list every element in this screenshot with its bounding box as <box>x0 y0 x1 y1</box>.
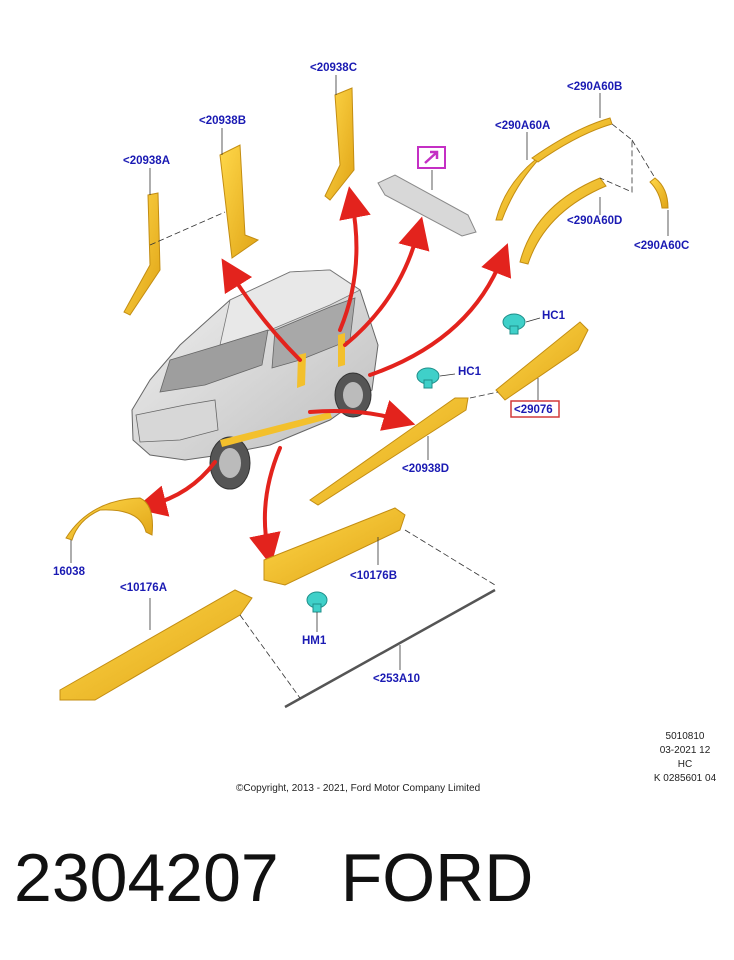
label-290A60A: <290A60A <box>495 120 550 132</box>
label-hc1-upper: HC1 <box>542 310 566 322</box>
arrows <box>134 186 512 566</box>
part-10176A <box>59 589 253 701</box>
part-16038 <box>65 497 153 541</box>
part-bracket <box>377 174 477 237</box>
label-290A60D: <290A60D <box>567 215 622 227</box>
reference-code: 5010810 <box>665 731 705 742</box>
label-10176A: <10176A <box>120 582 167 594</box>
label-hm1: HM1 <box>302 635 327 647</box>
clip-hc1-lower-icon <box>416 367 440 389</box>
reference-date: 03-2021 12 <box>659 745 711 756</box>
part-20938C <box>324 87 355 201</box>
reference-sheet: K 0285601 04 <box>653 773 717 784</box>
footer-caption: 2304207 FORD <box>14 838 533 918</box>
label-10176B: <10176B <box>350 570 397 582</box>
label-20938C: <20938C <box>310 62 357 74</box>
parts <box>59 87 669 701</box>
new-part-icon <box>417 146 446 169</box>
part-20938D <box>309 397 469 506</box>
label-20938A: <20938A <box>123 155 170 167</box>
part-10176B <box>263 507 406 586</box>
label-290A60C: <290A60C <box>634 240 689 252</box>
parts-diagram: <20938C <20938B <20938A <290A60B <290A60… <box>53 62 689 709</box>
clip-hc1-upper-icon <box>502 313 526 335</box>
part-20938A <box>123 192 161 316</box>
part-253A10 <box>284 588 496 709</box>
label-20938B: <20938B <box>199 115 246 127</box>
leader-lines <box>70 75 669 699</box>
footer-part-number: 2304207 <box>14 840 279 916</box>
van-illustration <box>131 269 379 490</box>
reference-region: HC <box>677 759 693 770</box>
part-290A60C <box>649 177 669 209</box>
diagram-reference-block: 5010810 03-2021 12 HC K 0285601 04 <box>640 730 730 786</box>
label-hc1-lower: HC1 <box>458 366 482 378</box>
part-labels: <20938C <20938B <20938A <290A60B <290A60… <box>53 62 689 685</box>
label-20938D: <20938D <box>402 463 449 475</box>
part-29076 <box>495 321 589 401</box>
label-16038: 16038 <box>53 566 86 578</box>
clips <box>306 313 526 613</box>
label-253A10: <253A10 <box>373 673 420 685</box>
highlight-29076 <box>510 400 560 418</box>
clip-hm1-icon <box>306 591 328 613</box>
part-20938B <box>219 144 260 259</box>
label-290A60B: <290A60B <box>567 81 622 93</box>
footer-brand: FORD <box>340 840 534 916</box>
copyright-notice: ©Copyright, 2013 - 2021, Ford Motor Comp… <box>236 783 481 794</box>
label-29076: <29076 <box>514 404 553 416</box>
part-290A60D <box>519 177 607 265</box>
part-290A60A <box>495 157 541 221</box>
